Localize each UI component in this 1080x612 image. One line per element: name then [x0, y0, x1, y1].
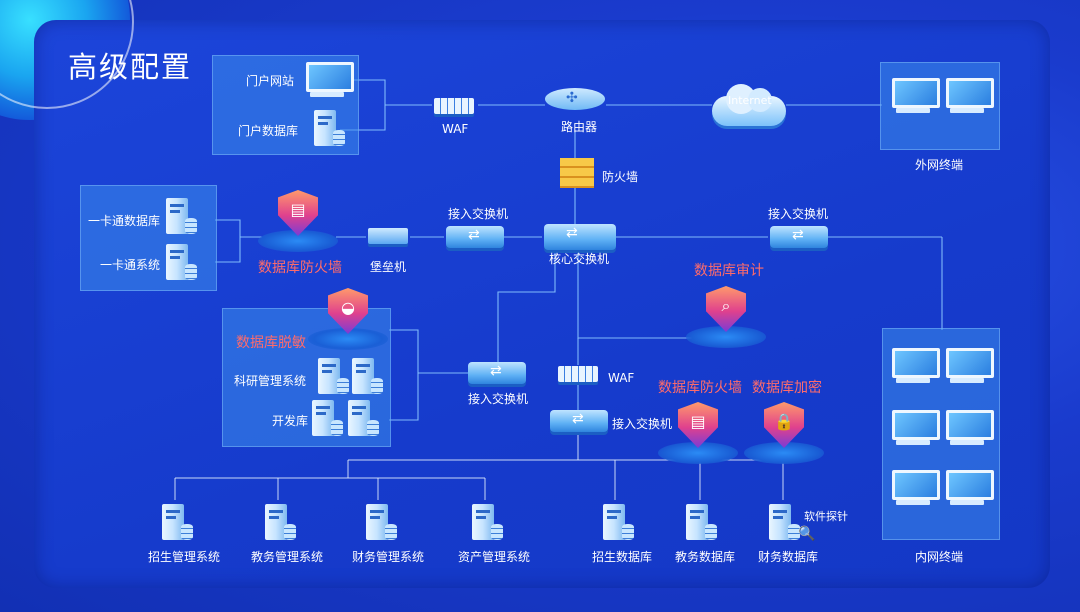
db-encrypt-label: 数据库加密	[752, 380, 822, 396]
internal-monitor-icon-1	[892, 348, 940, 384]
enroll-db-server-icon	[603, 504, 634, 542]
waf-top-icon	[434, 98, 474, 114]
bastion-icon	[368, 228, 408, 244]
portal-site-label: 门户网站	[246, 74, 295, 88]
waf-mid-label: WAF	[608, 371, 635, 385]
access-switch-left-label: 接入交换机	[448, 207, 509, 221]
page-title: 高级配置	[68, 50, 193, 84]
firewall-label: 防火墙	[602, 170, 639, 184]
finance-db-label: 财务数据库	[758, 550, 819, 564]
research-server-icon-2	[352, 358, 383, 396]
access-switch-mid-label: 接入交换机	[468, 392, 529, 406]
enroll-sys-server-icon	[162, 504, 193, 542]
internal-monitor-icon-6	[946, 470, 994, 506]
card-sys-label: 一卡通系统	[100, 258, 161, 272]
portal-db-server-icon	[314, 110, 345, 148]
card-sys-server-icon	[166, 244, 197, 282]
db-firewall-left-shield-icon: ▤	[258, 190, 338, 252]
finance-db-server-icon	[769, 504, 800, 542]
research-sys-label: 科研管理系统	[234, 374, 307, 388]
db-firewall-left-label: 数据库防火墙	[258, 260, 342, 276]
external-monitor-icon-1	[892, 78, 940, 114]
external-terminal-label: 外网终端	[915, 158, 964, 172]
bastion-label: 堡垒机	[370, 260, 407, 274]
router-label: 路由器	[561, 120, 598, 134]
enroll-db-label: 招生数据库	[592, 550, 653, 564]
db-encrypt-shield-icon: 🔒	[744, 402, 824, 464]
db-firewall-right-label: 数据库防火墙	[658, 380, 742, 396]
access-switch-left-icon	[446, 226, 504, 248]
internal-monitor-icon-3	[892, 410, 940, 446]
waf-top-label: WAF	[442, 122, 469, 136]
access-switch-right-icon	[770, 226, 828, 248]
internal-terminal-label: 内网终端	[915, 550, 964, 564]
core-switch-icon	[544, 224, 616, 250]
finance-sys-server-icon	[366, 504, 397, 542]
db-audit-shield-icon: ⌕	[686, 286, 766, 348]
portal-site-monitor-icon	[306, 62, 354, 98]
probe-magnifier-icon: 🔍	[798, 526, 816, 542]
access-switch-mid-icon	[468, 362, 526, 384]
internet-cloud-icon	[712, 84, 786, 126]
firewall-icon	[560, 158, 594, 188]
portal-db-label: 门户数据库	[238, 124, 299, 138]
router-icon: ✣	[545, 88, 605, 128]
access-switch-right-label: 接入交换机	[768, 207, 829, 221]
db-audit-label: 数据库审计	[694, 263, 764, 279]
access-switch-low-label: 接入交换机	[612, 417, 673, 431]
dev-db-server-icon-2	[348, 400, 379, 438]
internal-monitor-icon-5	[892, 470, 940, 506]
internal-monitor-icon-2	[946, 348, 994, 384]
access-switch-low-icon	[550, 410, 608, 432]
db-mask-shield-icon: ◒	[308, 288, 388, 350]
research-server-icon-1	[318, 358, 349, 396]
academic-sys-label: 教务管理系统	[251, 550, 324, 564]
card-db-server-icon	[166, 198, 197, 236]
academic-db-server-icon	[686, 504, 717, 542]
db-mask-label: 数据库脱敏	[236, 335, 306, 351]
dev-db-label: 开发库	[272, 414, 309, 428]
enroll-sys-label: 招生管理系统	[148, 550, 221, 564]
waf-mid-icon	[558, 366, 598, 382]
internet-label: Internet	[728, 94, 772, 107]
probe-label: 软件探针	[804, 510, 848, 523]
asset-sys-server-icon	[472, 504, 503, 542]
db-firewall-right-shield-icon: ▤	[658, 402, 738, 464]
core-switch-label: 核心交换机	[549, 252, 610, 266]
academic-db-label: 教务数据库	[675, 550, 736, 564]
finance-sys-label: 财务管理系统	[352, 550, 425, 564]
asset-sys-label: 资产管理系统	[458, 550, 531, 564]
card-db-label: 一卡通数据库	[88, 214, 161, 228]
external-monitor-icon-2	[946, 78, 994, 114]
internal-monitor-icon-4	[946, 410, 994, 446]
academic-sys-server-icon	[265, 504, 296, 542]
dev-db-server-icon-1	[312, 400, 343, 438]
